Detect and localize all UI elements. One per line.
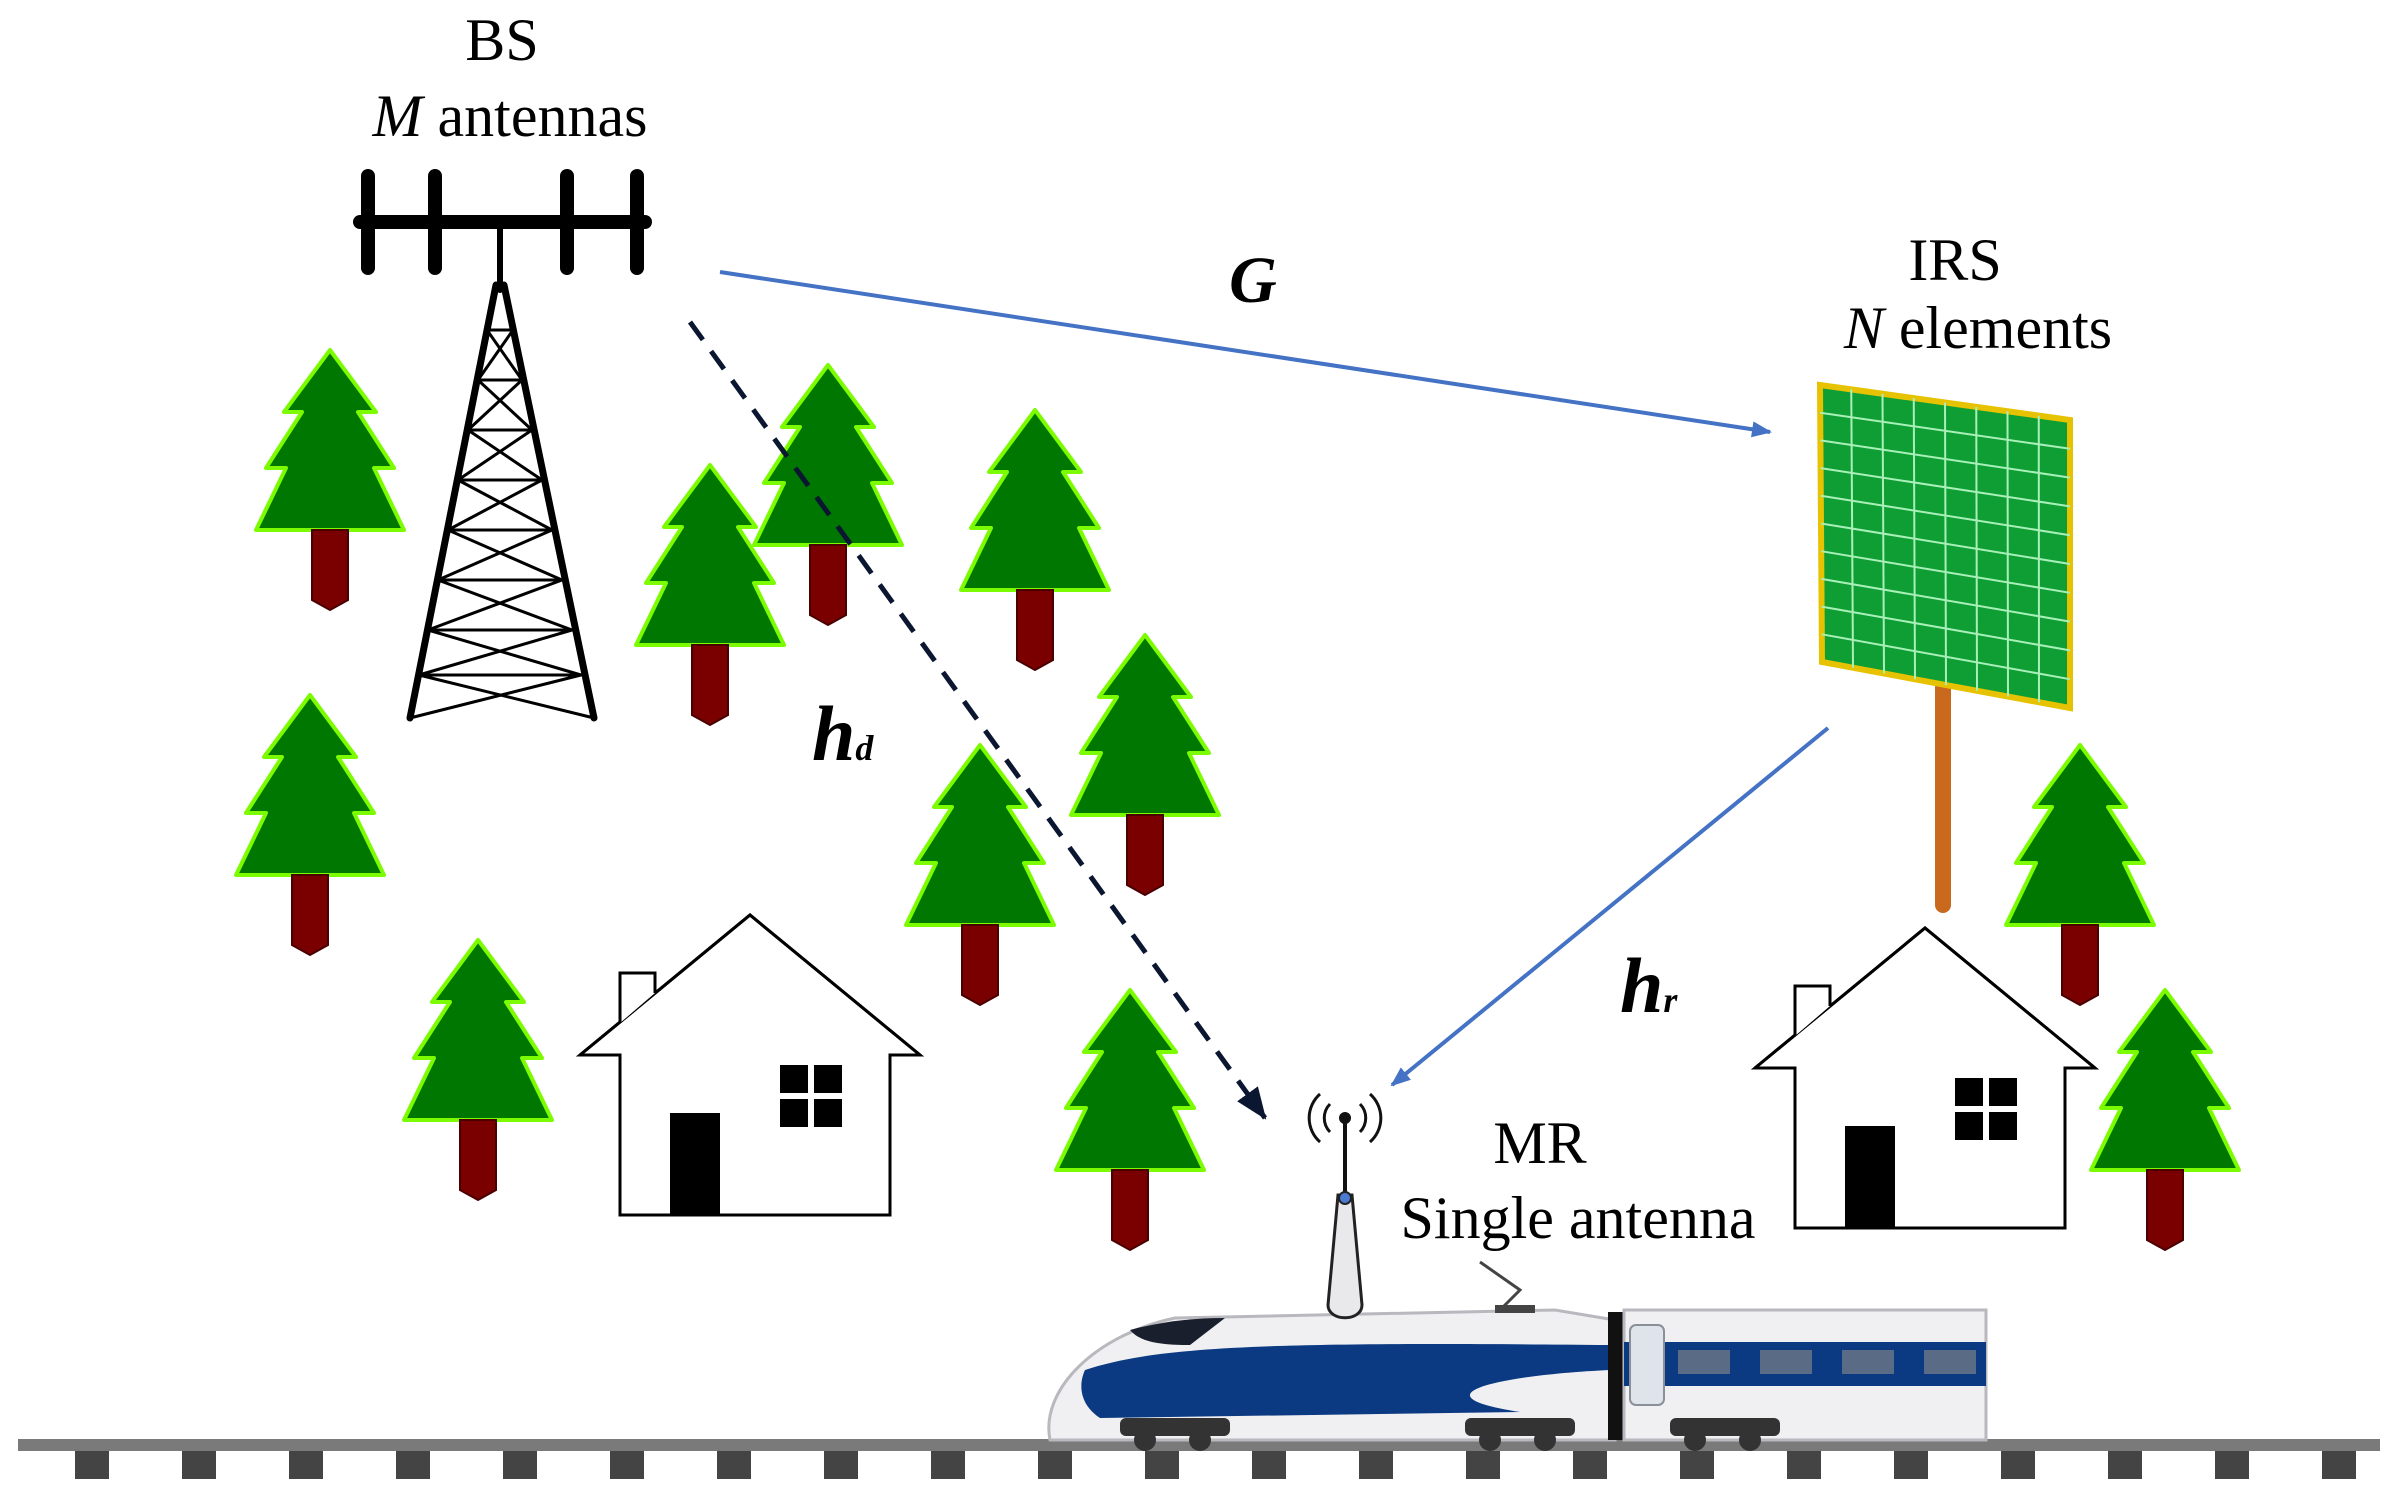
rail-sleeper	[2108, 1447, 2142, 1479]
link-hr-arrow	[1390, 726, 1830, 1087]
rail-sleeper	[1038, 1447, 1072, 1479]
rail-sleeper	[1359, 1447, 1393, 1479]
rail-sleeper	[717, 1447, 751, 1479]
rail-sleeper	[182, 1447, 216, 1479]
rail-sleeper	[1145, 1447, 1179, 1479]
irs-title: IRS	[1908, 227, 2001, 293]
tree-icon	[634, 463, 786, 727]
rail-sleeper	[2322, 1447, 2356, 1479]
rail-sleeper	[2001, 1447, 2035, 1479]
tree-icon	[402, 938, 554, 1202]
tree-icon	[234, 693, 386, 957]
link-hd-arrow	[687, 320, 1268, 1120]
house-icon	[1753, 926, 2097, 1230]
rail-sleeper	[824, 1447, 858, 1479]
tree-icon	[2004, 743, 2156, 1007]
bs-subtitle: M antennas	[372, 83, 648, 149]
rail-sleeper	[931, 1447, 965, 1479]
bs-antenna-count-symbol: M	[372, 83, 426, 149]
irs-grid-line	[1820, 467, 2071, 508]
irs-grid-line	[1820, 494, 2071, 537]
tree-icon	[904, 743, 1056, 1007]
irs-grid-line	[1820, 411, 2071, 450]
irs-grid-line	[1821, 577, 2071, 623]
rail-sleeper	[1252, 1447, 1286, 1479]
rail-sleeper	[2215, 1447, 2249, 1479]
rail-sleeper	[396, 1447, 430, 1479]
house-icon	[578, 913, 922, 1217]
tree-icon	[1054, 988, 1206, 1252]
mr-title: MR	[1493, 1110, 1586, 1176]
irs-grid-line	[1821, 605, 2071, 652]
tree-icon	[2089, 988, 2241, 1252]
bs-title: BS	[465, 7, 538, 73]
irs-element-text: elements	[1884, 295, 2112, 361]
irs-panel-icon	[1816, 381, 2073, 712]
tree-icon	[959, 408, 1111, 672]
irs-grid-line	[1820, 522, 2071, 565]
tree-icon	[1069, 633, 1221, 897]
label-hr-sub: r	[1663, 980, 1678, 1020]
irs-grid-line	[1821, 550, 2071, 594]
label-hr-main: h	[1620, 942, 1663, 1029]
rail-sleeper	[1894, 1447, 1928, 1479]
label-hd-main: h	[812, 690, 855, 777]
tree-icon	[254, 348, 406, 612]
label-hd-sub: d	[855, 728, 874, 768]
mr-subtitle: Single antenna	[1401, 1185, 1756, 1251]
irs-element-count-symbol: N	[1843, 295, 1887, 361]
irs-grid-line	[1821, 633, 2071, 681]
rail-sleeper	[289, 1447, 323, 1479]
mr-antenna-icon	[1307, 1092, 1383, 1320]
bs-antenna-text: antennas	[423, 83, 648, 149]
rail-sleeper	[610, 1447, 644, 1479]
irs-grid-line	[1820, 439, 2071, 479]
label-hd: hd	[812, 690, 874, 777]
rail-sleeper	[1466, 1447, 1500, 1479]
rail-sleeper	[503, 1447, 537, 1479]
train-icon	[1047, 1260, 1988, 1451]
bs-tower-icon	[353, 169, 652, 722]
rail-sleeper	[1787, 1447, 1821, 1479]
label-g: G	[1229, 244, 1277, 317]
label-hr: hr	[1620, 942, 1678, 1029]
rail-sleeper	[75, 1447, 109, 1479]
rail-sleeper	[1573, 1447, 1607, 1479]
rail-sleeper	[1680, 1447, 1714, 1479]
link-g-arrow	[719, 270, 1772, 438]
irs-subtitle: N elements	[1843, 295, 2112, 361]
